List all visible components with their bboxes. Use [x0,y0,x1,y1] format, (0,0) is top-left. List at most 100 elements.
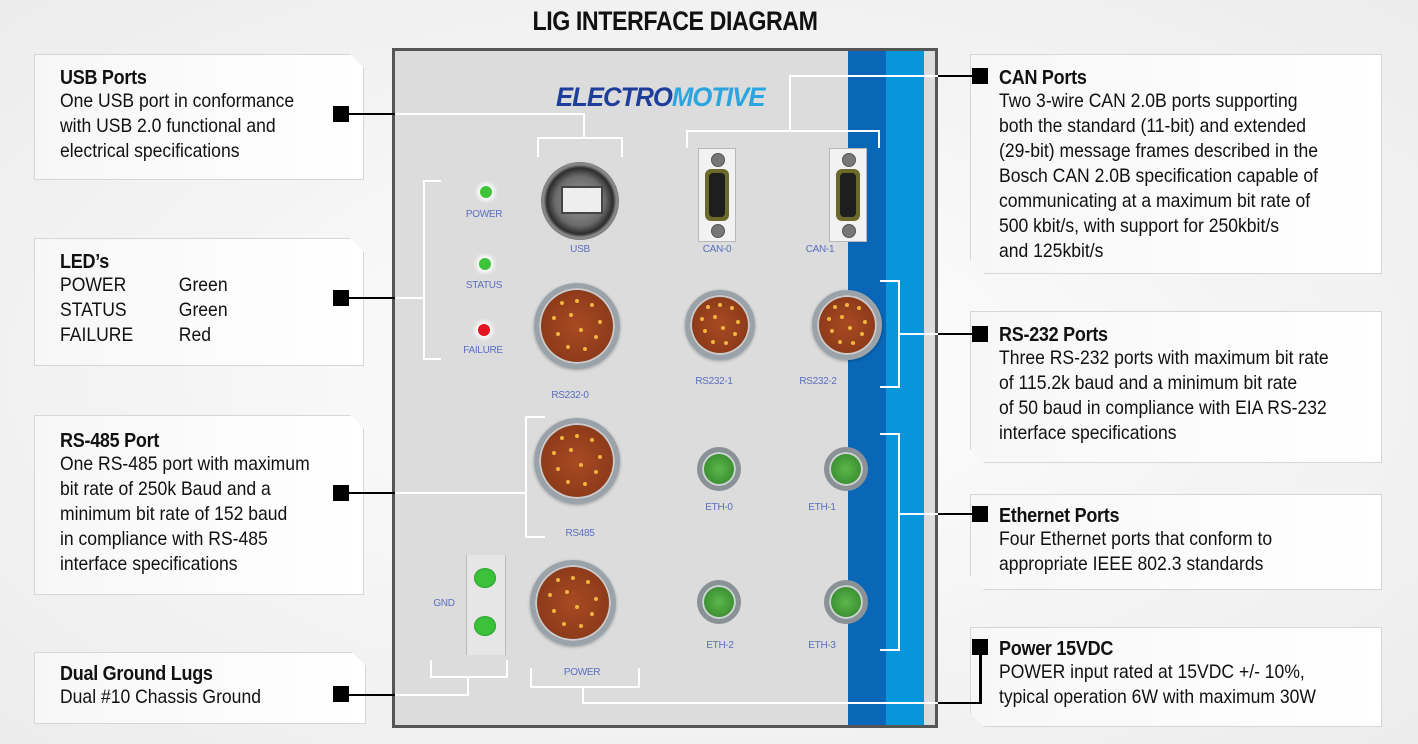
connector-pin [561,622,566,627]
connector-pin [564,590,569,595]
power-led-label: POWER [465,209,503,220]
connector-pin [700,317,704,321]
rs232-bracket [880,386,900,388]
connector-pin [733,332,737,336]
callout-usb-body: One USB port in conformance with USB 2.0… [60,90,295,162]
connector-pin [706,305,710,309]
can-bracket [878,130,880,148]
power-bracket [582,686,584,703]
connector-pin [552,316,557,321]
usb-bracket [537,137,623,139]
led-color: Green [178,274,228,296]
rs232-1-label: RS232-1 [695,376,733,387]
can0-label: CAN-0 [702,244,732,255]
callout-can-heading: CAN Ports [999,67,1087,89]
ground-bracket [506,660,508,678]
rs485-label: RS485 [565,528,595,539]
can-bracket [686,130,688,148]
can-bracket [686,130,880,132]
can1-port-icon [829,148,867,242]
connector-pin [863,320,867,324]
ground-bracket [395,694,469,696]
connector-pin [586,579,591,584]
can-marker [972,68,988,84]
leds-bracket [423,180,441,182]
rs232-leader [938,333,972,335]
connector-pin [594,335,598,340]
callout-ethernet: Ethernet Ports Four Ethernet ports that … [970,494,1382,590]
connector-pin [559,436,564,441]
leds-bracket [423,180,425,360]
callout-can-body: Two 3-wire CAN 2.0B ports supporting bot… [999,90,1319,262]
eth0-label: ETH-0 [705,502,733,513]
connector-pin [721,326,725,330]
eth2-port-icon [697,580,741,624]
connector-pin [845,303,849,308]
eth3-label: ETH-3 [808,640,836,651]
power-bracket [582,702,938,704]
led-name: STATUS [60,299,127,321]
connector-pin [555,578,560,583]
callout-rs485-body: One RS-485 port with maximum bit rate of… [60,453,310,575]
ethernet-marker [972,506,988,522]
connector-pin [718,303,722,308]
usb-bracket [537,137,539,157]
usb-bracket [583,113,585,137]
leds-marker [333,290,349,306]
ground-lug-icon [474,616,496,636]
connector-pin [565,345,570,350]
rs485-leader [349,492,395,494]
ethernet-bracket [898,513,938,515]
ground-bracket [430,676,508,678]
rs232-bracket [898,333,938,335]
usb-label: USB [570,244,590,255]
connector-pin [710,339,715,344]
usb-bracket [395,113,585,115]
callout-usb-heading: USB Ports [60,67,147,89]
power-leader [938,702,982,704]
rs232-1-port-icon [685,290,755,360]
connector-pin [833,305,837,309]
callout-rs232-body: Three RS-232 ports with maximum bit rate… [999,347,1329,444]
leds-bracket [423,358,441,360]
usb-marker [333,106,349,122]
ground-bracket [467,676,469,696]
eth2-label: ETH-2 [706,640,734,651]
ethernet-leader [938,513,972,515]
failure-led-icon [478,324,490,336]
logo-part1: ELECTRO [556,82,673,112]
can-bracket [790,75,938,77]
panel-stripe-light [886,51,924,725]
callout-power-body: POWER input rated at 15VDC +/- 10%, typi… [999,661,1316,708]
callout-rs485-heading: RS-485 Port [60,430,160,452]
callout-can: CAN Ports Two 3-wire CAN 2.0B ports supp… [970,54,1382,274]
power-bracket [530,686,640,688]
connector-pin [565,480,570,485]
connector-pin [736,320,740,324]
connector-pin [703,329,707,333]
ground-bracket [430,660,432,678]
connector-pin [851,341,855,345]
led-name: FAILURE [60,324,134,346]
connector-pin [594,470,598,475]
rs232-2-label: RS232-2 [799,376,837,387]
rs232-marker [972,326,988,342]
rs485-bracket [525,536,545,538]
callout-power-heading: Power 15VDC [999,638,1114,660]
ground-marker [333,686,349,702]
leds-bracket [395,297,425,299]
connector-pin [857,306,861,311]
status-led-label: STATUS [465,280,503,291]
connector-pin [582,481,587,486]
connector-pin [578,462,583,467]
connector-pin [590,612,594,617]
connector-pin [578,623,583,628]
led-color: Red [178,324,212,346]
connector-pin [590,437,595,442]
connector-pin [548,593,553,598]
connector-pin [730,306,734,311]
diagram-title: LIG INTERFACE DIAGRAM [532,6,818,36]
power-port-label: POWER [563,667,601,678]
eth1-port-icon [824,447,868,491]
callout-power: Power 15VDC POWER input rated at 15VDC +… [970,627,1382,727]
